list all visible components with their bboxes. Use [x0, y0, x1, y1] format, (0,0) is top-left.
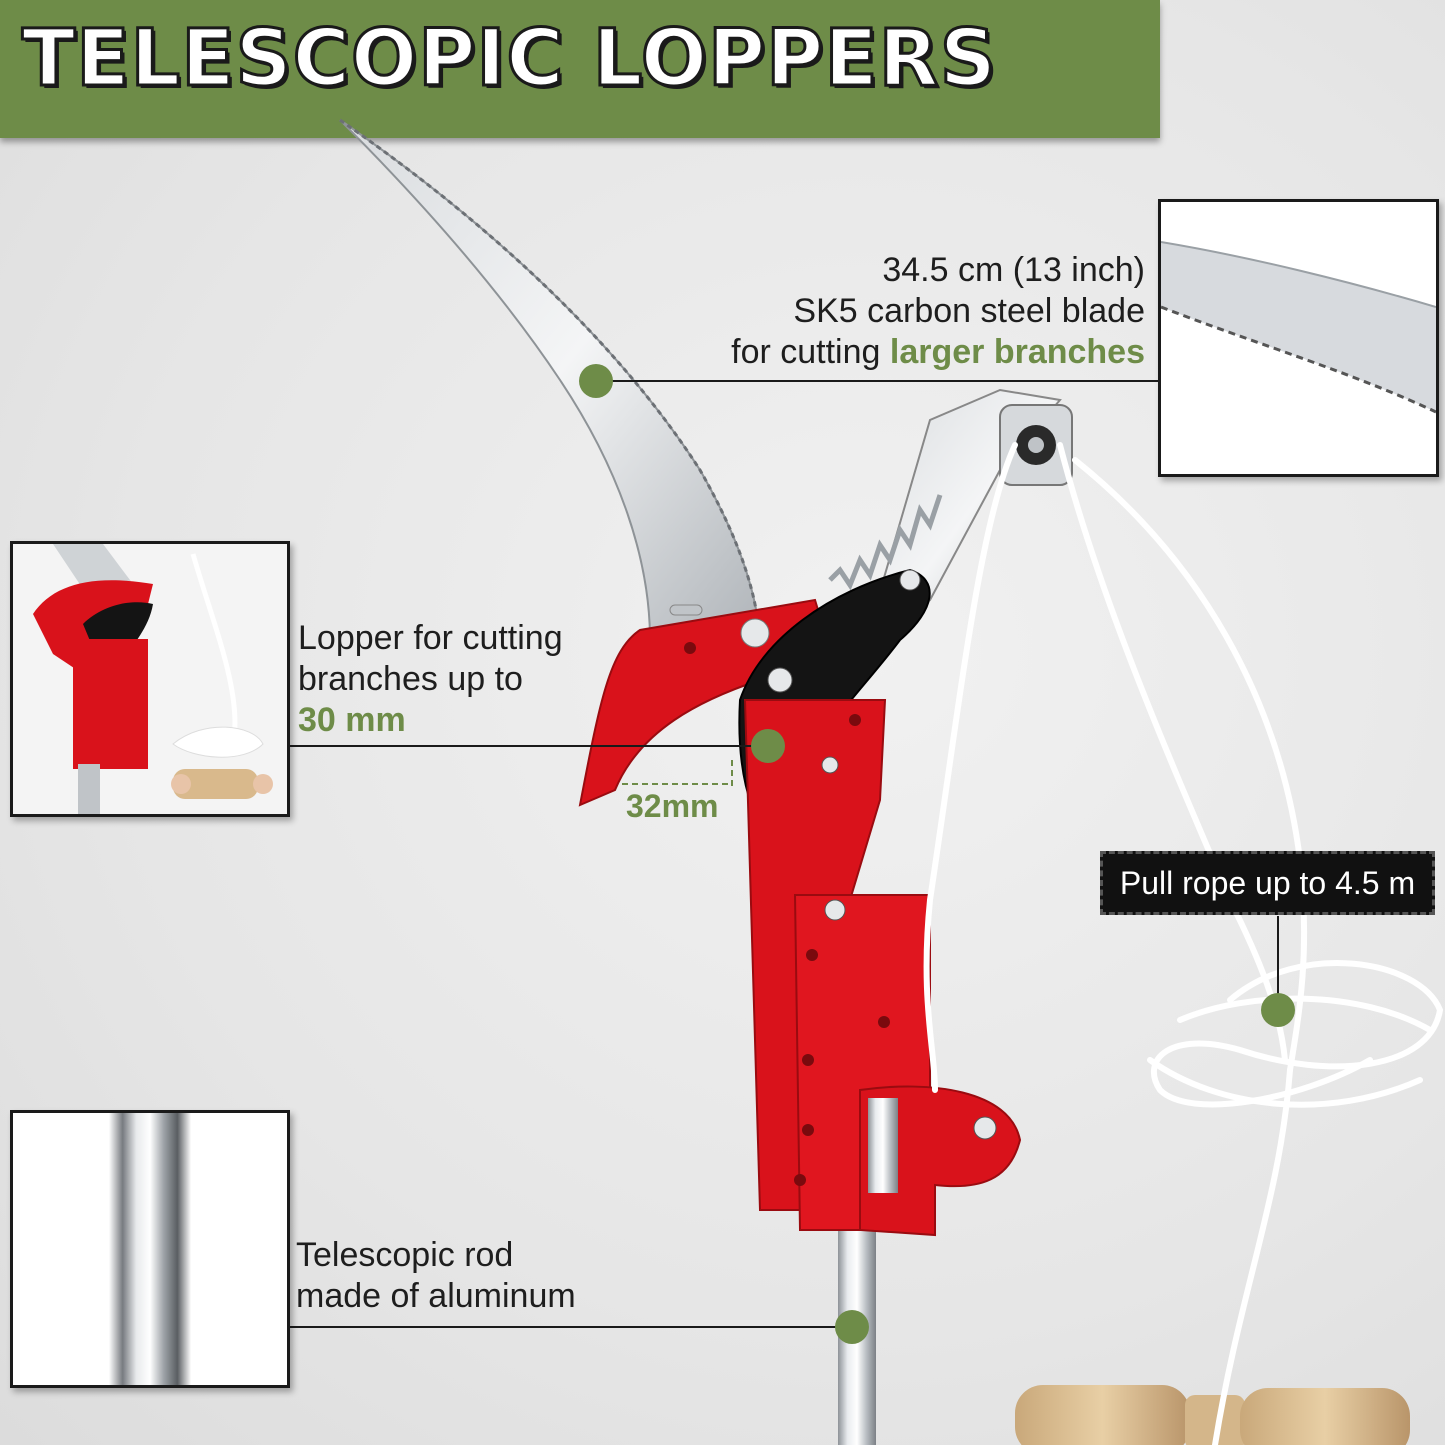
- saw-callout-highlight: larger branches: [889, 333, 1145, 371]
- callout-dot-rope: [1261, 993, 1295, 1027]
- wooden-handle: [1015, 1385, 1410, 1445]
- saw-blade: [339, 118, 762, 652]
- lopper-callout-highlight: 30 mm: [298, 701, 406, 739]
- callout-dot-lopper: [751, 729, 785, 763]
- measurement-label: 32mm: [626, 788, 719, 824]
- measure-marker: [622, 760, 733, 790]
- rope-callout: Pull rope up to 4.5 m: [1100, 851, 1435, 915]
- rod-callout: Telescopic rod made of aluminum: [296, 1235, 616, 1317]
- saw-blade-closeup-icon: [1158, 199, 1439, 477]
- callout-dots: [579, 364, 1295, 1344]
- spring: [828, 494, 943, 591]
- pull-rope: [923, 442, 1444, 1445]
- rod-callout-line1: Telescopic rod: [296, 1236, 514, 1274]
- title-banner: TELESCOPIC LOPPERS: [0, 0, 1160, 138]
- lopper-closeup-icon: [10, 541, 290, 817]
- rope-callout-label: Pull rope up to 4.5 m: [1119, 865, 1416, 901]
- saw-callout-prefix: for cutting: [731, 333, 890, 371]
- rod-closeup-icon: [10, 1110, 290, 1388]
- lopper-callout-line2: branches up to: [298, 660, 523, 698]
- callout-dot-saw: [579, 364, 613, 398]
- lopper-callout-line1: Lopper for cutting: [298, 619, 563, 657]
- pulley: [999, 404, 1073, 486]
- page-title: TELESCOPIC LOPPERS: [21, 14, 998, 104]
- saw-callout-line1: 34.5 cm (13 inch): [882, 251, 1145, 289]
- saw-callout-line2: SK5 carbon steel blade: [793, 292, 1145, 330]
- rod-callout-line2: made of aluminum: [296, 1277, 576, 1315]
- saw-callout: 34.5 cm (13 inch) SK5 carbon steel blade…: [700, 250, 1145, 373]
- callout-dot-rod: [835, 1310, 869, 1344]
- saw-callout-line3: for cutting larger branches: [700, 332, 1145, 373]
- lopper-callout: Lopper for cutting branches up to 30 mm: [298, 618, 618, 741]
